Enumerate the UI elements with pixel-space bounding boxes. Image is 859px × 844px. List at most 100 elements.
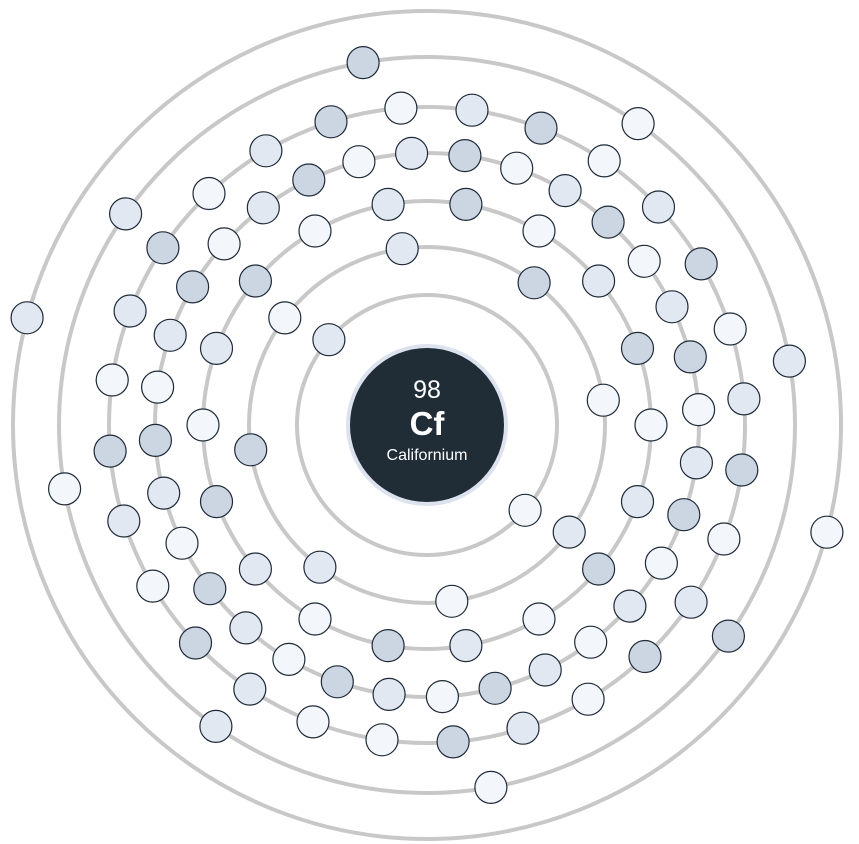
- electron-shell-5: [107, 504, 141, 538]
- electron-shell-4: [448, 139, 482, 173]
- electron-shell-6: [47, 472, 82, 506]
- electron-shell-6: [621, 106, 655, 141]
- electron-shell-4: [591, 205, 625, 239]
- element-symbol: Cf: [410, 405, 446, 442]
- electron-shell-4: [548, 174, 582, 208]
- electron-shell-2: [268, 301, 302, 335]
- electron-shell-3: [522, 214, 556, 248]
- electron-shell-5: [95, 363, 129, 397]
- electron-shell-5: [587, 144, 621, 178]
- electron-shell-4: [153, 318, 187, 352]
- electron-shell-6: [772, 344, 807, 378]
- electron-shell-3: [199, 331, 234, 365]
- electron-shell-4: [229, 611, 263, 645]
- electron-shell-2: [303, 550, 337, 584]
- atomic-number: 98: [413, 376, 441, 404]
- electron-shell-7: [10, 301, 44, 335]
- electron-shell-3: [449, 187, 483, 221]
- electron-shell-4: [292, 163, 326, 197]
- electron-shell-1: [508, 493, 542, 527]
- electron-shell-5: [524, 111, 558, 145]
- electron-shell-4: [193, 572, 227, 606]
- electron-shell-7: [810, 515, 844, 549]
- electron-shell-4: [147, 476, 181, 510]
- shell-ring-7: [11, 9, 843, 841]
- electron-shell-5: [296, 705, 330, 739]
- electron-shell-1: [312, 323, 346, 357]
- electron-shell-5: [192, 176, 226, 211]
- electron-shell-5: [384, 91, 418, 125]
- electron-shell-4: [681, 393, 716, 427]
- electron-shell-4: [574, 625, 608, 659]
- electron-shell-5: [365, 723, 399, 757]
- electron-shell-5: [571, 682, 605, 716]
- electron-shell-3: [371, 628, 405, 663]
- shell-ring-1: [295, 293, 559, 557]
- electron-shell-2: [552, 515, 586, 549]
- electron-shell-4: [320, 665, 354, 699]
- electron-shell-5: [707, 522, 741, 556]
- electron-shell-4: [165, 526, 199, 560]
- electron-shell-3: [581, 552, 616, 586]
- electron-shell-4: [272, 642, 306, 677]
- electron-shell-5: [314, 105, 348, 139]
- electron-shell-4: [500, 151, 534, 185]
- electron-shell-3: [620, 331, 655, 365]
- electron-shell-5: [455, 93, 489, 127]
- electron-shell-4: [207, 227, 241, 261]
- electron-shell-4: [528, 653, 562, 687]
- electron-shell-4: [176, 270, 210, 304]
- electron-shell-5: [233, 672, 267, 706]
- electron-shell-3: [199, 485, 234, 519]
- electron-shell-3: [298, 602, 332, 636]
- electron-shell-5: [178, 626, 213, 660]
- electron-shell-6: [474, 770, 508, 805]
- electron-shell-5: [713, 312, 747, 346]
- electrons: [10, 45, 844, 805]
- electron-shell-6: [199, 709, 233, 744]
- nucleus: 98 Cf Californium: [346, 344, 508, 506]
- electron-shell-4: [425, 679, 459, 714]
- electron-shell-5: [146, 231, 180, 265]
- electron-shell-4: [246, 191, 280, 225]
- electron-shell-3: [238, 552, 272, 586]
- electron-shell-4: [655, 290, 689, 324]
- electron-shell-6: [346, 45, 380, 80]
- electron-shell-5: [436, 725, 470, 759]
- electron-shell-3: [186, 408, 220, 442]
- nucleus-circle: [346, 344, 508, 506]
- electron-shell-2: [517, 266, 551, 300]
- electron-shell-4: [342, 145, 376, 179]
- electron-shell-5: [727, 382, 761, 416]
- electron-shell-3: [238, 264, 272, 298]
- electron-shell-4: [627, 244, 661, 278]
- electron-shell-4: [679, 446, 714, 480]
- electron-shell-5: [725, 453, 759, 487]
- electron-shell-2: [586, 383, 620, 417]
- electron-shell-2: [385, 232, 419, 266]
- electron-shell-4: [673, 340, 707, 374]
- electron-shell-5: [249, 134, 283, 168]
- shell-ring-5: [107, 105, 747, 745]
- electron-shell-4: [141, 370, 175, 404]
- electron-shell-3: [449, 628, 483, 663]
- electron-shell-4: [395, 136, 429, 170]
- electron-shell-4: [613, 589, 647, 623]
- electron-shell-4: [372, 677, 406, 712]
- electron-shell-4: [478, 671, 512, 705]
- electron-shell-3: [634, 408, 668, 442]
- electron-shell-5: [684, 247, 718, 281]
- electron-shell-4: [644, 546, 679, 580]
- electron-shell-3: [581, 264, 616, 298]
- electron-shell-3: [371, 187, 405, 221]
- shell-ring-6: [57, 55, 797, 795]
- electron-shell-2: [234, 433, 268, 467]
- shell-ring-2: [247, 245, 607, 605]
- electron-shell-5: [674, 585, 708, 619]
- electron-shell-5: [113, 294, 147, 328]
- electron-shell-5: [641, 190, 676, 224]
- electron-shell-4: [138, 423, 172, 457]
- electron-shell-5: [136, 569, 170, 603]
- element-name: Californium: [387, 447, 468, 464]
